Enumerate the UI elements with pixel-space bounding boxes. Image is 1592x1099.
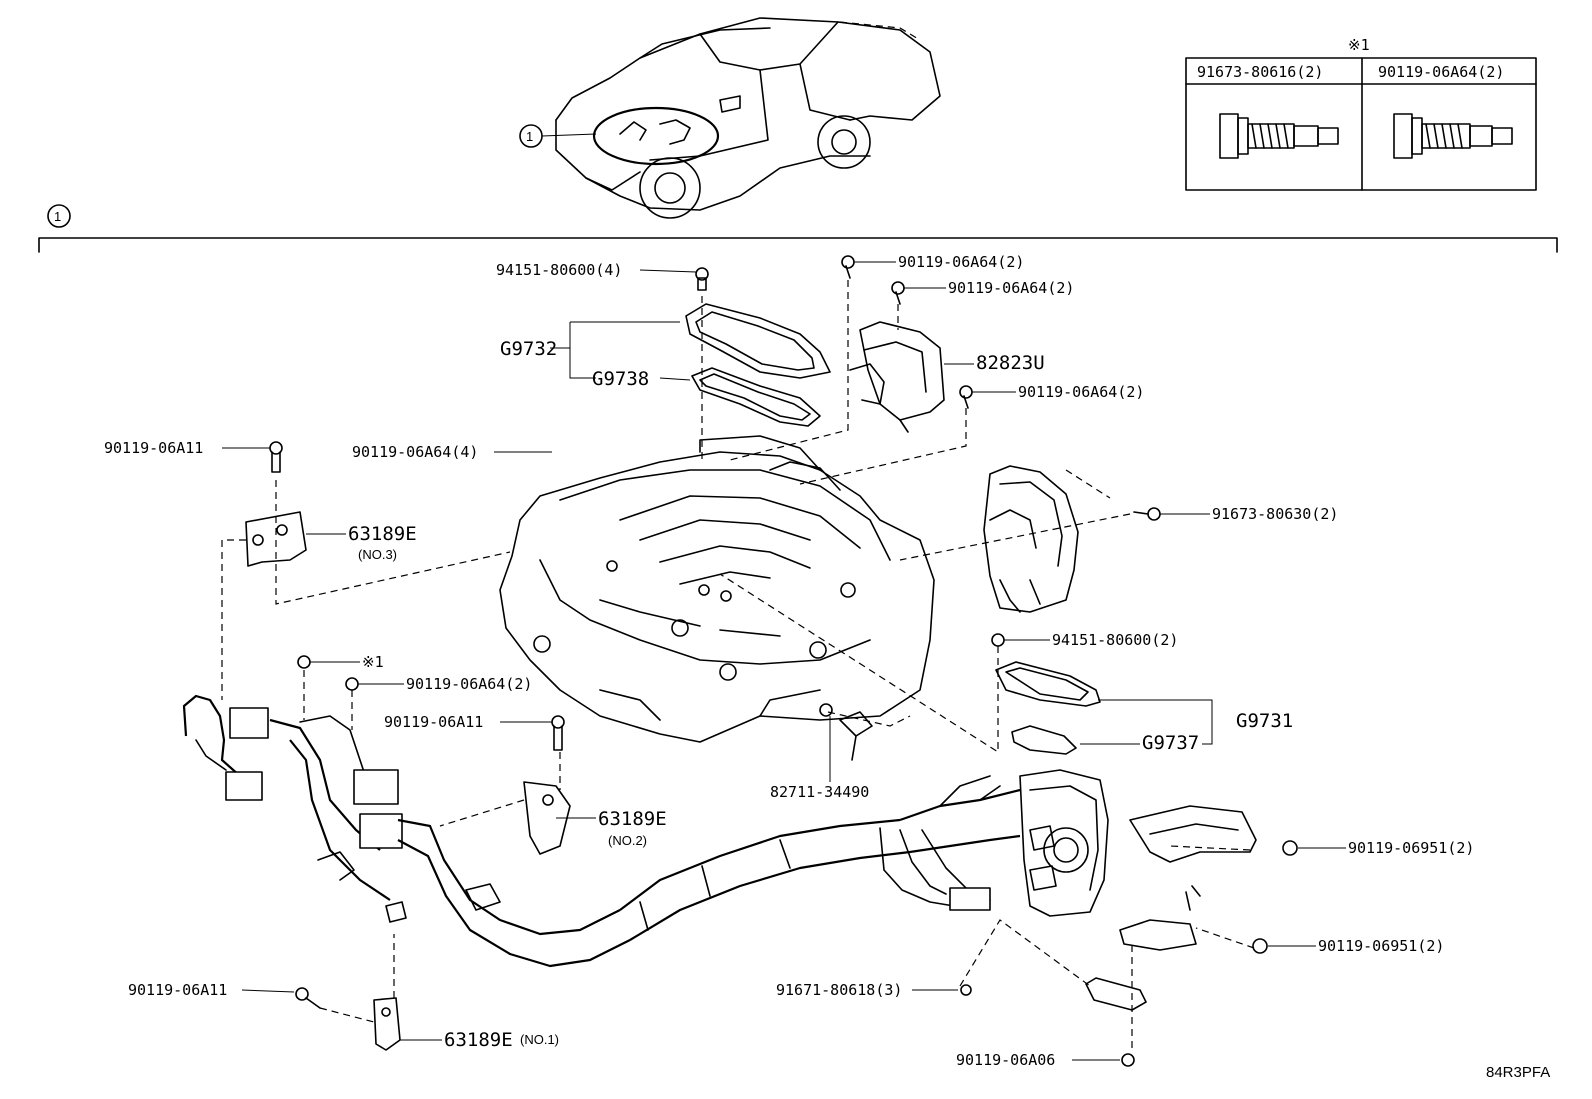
wire-harness [182, 694, 1021, 968]
vehicle-illustration: 1 [519, 17, 941, 219]
inverter-assembly [499, 435, 935, 743]
label-90119-06a06: 90119-06A06 [956, 1051, 1055, 1069]
label-63189e-no3: 63189E [348, 523, 417, 545]
label-90119-06a11-c: 90119-06A11 [128, 981, 227, 999]
section-bracket: 1 [38, 204, 1558, 253]
bracket-63189e-no2 [523, 715, 571, 855]
label-90119-06a64-2-b: 90119-06A64(2) [948, 279, 1074, 297]
label-63189e-no2: 63189E [598, 808, 667, 830]
label-90119-06a11-a: 90119-06A11 [104, 439, 203, 457]
label-no1: (NO.1) [520, 1032, 559, 1047]
installation-lines [221, 280, 1255, 1048]
label-g9732: G9732 [500, 338, 557, 360]
table-col-2: 90119-06A64(2) [1378, 63, 1504, 81]
label-90119-06a64-2-a: 90119-06A64(2) [898, 253, 1024, 271]
label-90119-06a11-b: 90119-06A11 [384, 713, 483, 731]
label-91673-80630-2: 91673-80630(2) [1212, 505, 1338, 523]
label-g9738: G9738 [592, 368, 649, 390]
label-91671-80618-3: 91671-80618(3) [776, 981, 902, 999]
label-ref-x1: ※1 [362, 653, 384, 671]
label-94151-80600-4: 94151-80600(4) [496, 261, 622, 279]
table-col-1: 91673-80616(2) [1197, 63, 1323, 81]
illustration-code: 84R3PFA [1486, 1064, 1550, 1081]
label-90119-06951-2-b: 90119-06951(2) [1318, 937, 1444, 955]
bracket-63189e-no1 [295, 987, 401, 1051]
table-marker: ※1 [1348, 36, 1370, 54]
part-labels: 94151-80600(4) 90119-06A64(2) 90119-06A6… [104, 253, 1474, 1069]
bolt-icon [1393, 113, 1513, 159]
label-g9737: G9737 [1142, 732, 1199, 754]
label-90119-06a64-2-c: 90119-06A64(2) [1018, 383, 1144, 401]
gasket-g9731 [991, 633, 1101, 755]
label-g9731: G9731 [1236, 710, 1293, 732]
label-90119-06951-2-a: 90119-06951(2) [1348, 839, 1474, 857]
leader-lines [222, 261, 1346, 1061]
power-connector-housing [297, 655, 1298, 1067]
connector-82823u [841, 255, 973, 433]
motor-connector [983, 465, 1161, 613]
fastener-table: ※1 91673-80616(2) 90119-06A64(2) [1185, 36, 1537, 191]
label-94151-80600-2: 94151-80600(2) [1052, 631, 1178, 649]
label-63189e-no1: 63189E [444, 1029, 513, 1051]
callout-ref-top: 1 [526, 129, 533, 144]
label-no2: (NO.2) [608, 833, 647, 848]
bolt-icon [1219, 113, 1339, 159]
callout-ref-section: 1 [54, 209, 61, 224]
gasket-g9732 [685, 267, 831, 427]
label-90119-06a64-4: 90119-06A64(4) [352, 443, 478, 461]
label-90119-06a64-2-d: 90119-06A64(2) [406, 675, 532, 693]
label-82711-34490: 82711-34490 [770, 783, 869, 801]
label-82823u: 82823U [976, 352, 1045, 374]
label-no3: (NO.3) [358, 547, 397, 562]
